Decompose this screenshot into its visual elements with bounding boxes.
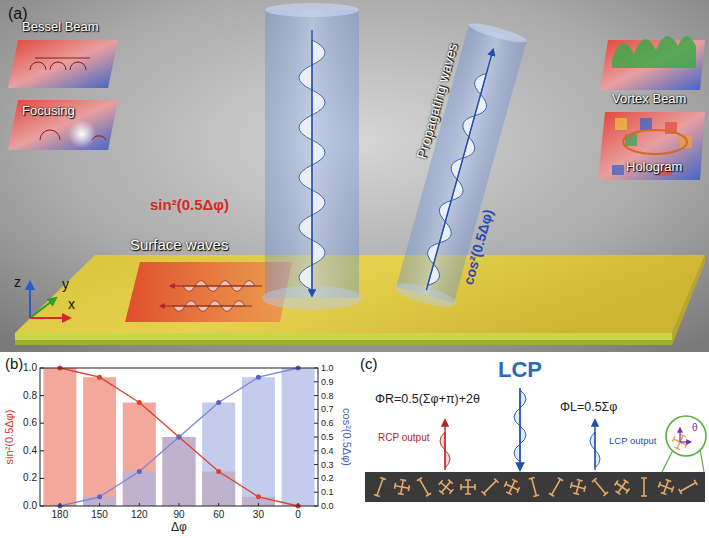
- tick-label: 1.0: [321, 363, 334, 373]
- tick-label: 150: [91, 509, 108, 521]
- beam-label: Propagating waves: [413, 41, 460, 160]
- tick-label: 0.8: [321, 390, 334, 400]
- panel-letter: (b): [5, 355, 23, 372]
- inset-title: Bessel Beam: [22, 20, 99, 35]
- tick-label: 0.4: [23, 445, 37, 457]
- tick-label: 0.3: [321, 459, 334, 469]
- tick-label: 0.2: [23, 473, 37, 485]
- tick-label: 0.7: [321, 404, 334, 414]
- output-label: LCP output: [609, 436, 656, 447]
- formula-label: cos²(0.5Δφ): [460, 207, 496, 286]
- output-label: RCP output: [378, 432, 430, 444]
- inset-title: Hologram: [626, 160, 682, 175]
- tick-label: 180: [52, 509, 69, 521]
- polarization-label: LCP: [498, 357, 542, 382]
- tick-label: 0.2: [321, 473, 334, 483]
- tick-label: 0.9: [321, 377, 334, 387]
- tick-label: 0: [295, 509, 301, 521]
- region-label: Surface waves: [130, 236, 228, 253]
- tick-label: 0.0: [23, 500, 37, 512]
- phase-formula: ΦL=0.5Σφ: [560, 400, 617, 414]
- axis-title: Δφ: [171, 521, 187, 535]
- tick-label: 60: [213, 509, 224, 521]
- tick-label: 0.6: [321, 418, 334, 428]
- tick-label: 0.5: [321, 432, 334, 442]
- formula-label: sin²(0.5Δφ): [150, 196, 229, 213]
- tick-label: 0.6: [23, 417, 37, 429]
- tick-label: 30: [253, 509, 264, 521]
- axis-letter: z: [14, 274, 21, 290]
- panel-letter: (c): [360, 355, 378, 372]
- axis-title: cos²(0.5Δφ): [341, 408, 354, 466]
- tick-label: 90: [173, 509, 184, 521]
- inset-title: Vortex Beam: [612, 92, 686, 107]
- tick-label: 0.0: [321, 501, 334, 511]
- tick-label: 120: [131, 509, 148, 521]
- axis-letter: x: [68, 296, 75, 312]
- tick-label: 1.0: [23, 362, 37, 374]
- axis-letter: y: [62, 276, 69, 292]
- angle-label: θ: [692, 422, 698, 434]
- tick-label: 0.8: [23, 390, 37, 402]
- tick-label: 0.4: [321, 446, 334, 456]
- inset-title: Focusing: [22, 104, 75, 119]
- phase-formula: ΦR=0.5(Σφ+π)+2θ: [375, 392, 480, 406]
- tick-label: 0.1: [321, 487, 334, 497]
- axis-title: sin²(0.5Δφ): [3, 410, 16, 465]
